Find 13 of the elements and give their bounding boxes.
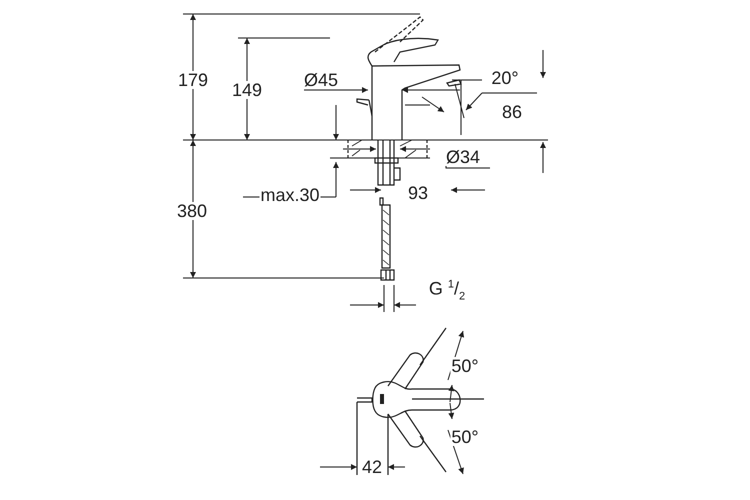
dimension-label: max.30 [259,186,321,204]
dimension-label: 50° [450,357,480,375]
dimension-label: Ø34 [444,148,482,166]
dimension-label: 50° [450,428,480,446]
dimension-label: 86 [500,103,524,121]
dimension-label: 179 [176,71,210,89]
dimension-label: 93 [406,184,430,202]
dimension-label: 20° [490,69,520,87]
dimension-label: 149 [230,81,264,99]
dimension-label: Ø45 [302,71,340,89]
dimension-label: G $^{1}$/$_{2}$ [428,280,466,302]
dimension-label: 380 [176,202,208,220]
dimension-label: 42 [360,458,384,476]
